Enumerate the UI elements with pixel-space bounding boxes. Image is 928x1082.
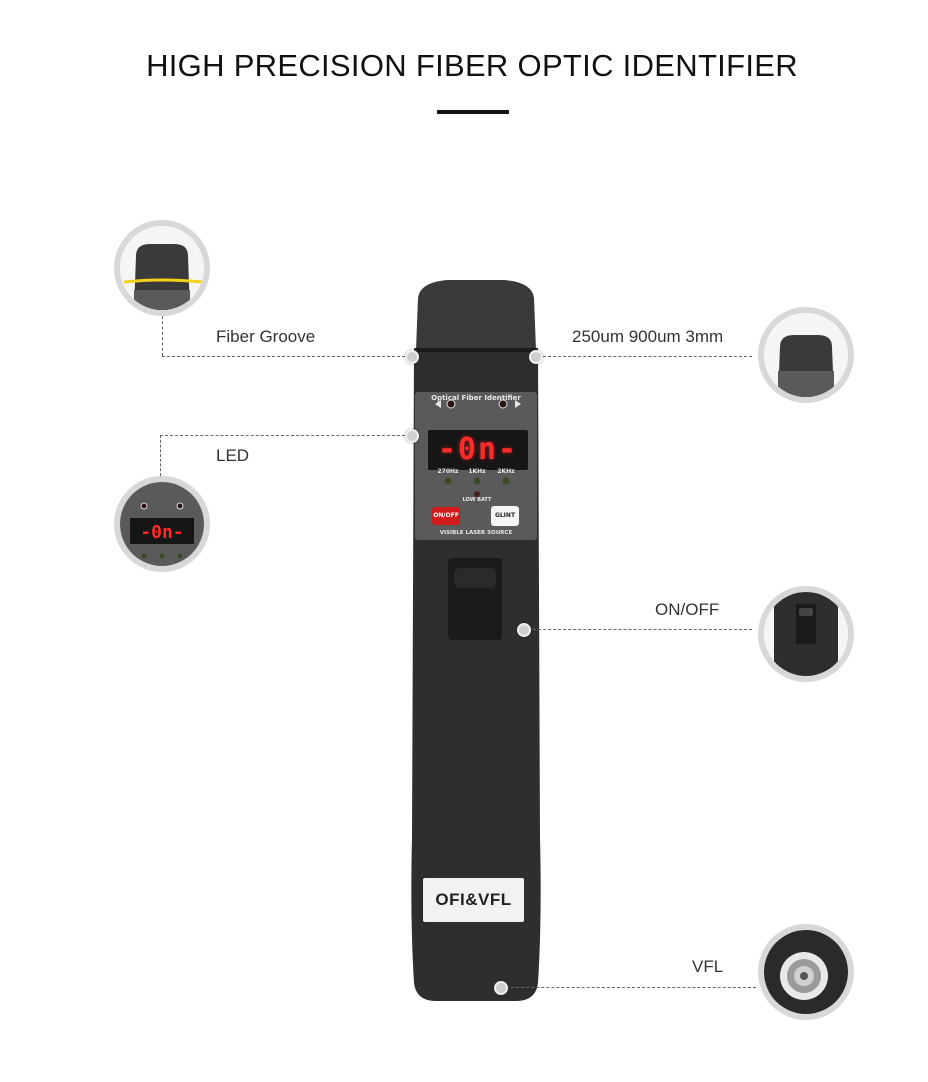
led-1khz-icon	[473, 477, 481, 485]
arrow-right-icon	[515, 400, 521, 408]
fiber-identifier-device: Optical Fiber Identifier -0n- 270Hz 1KHz…	[408, 278, 542, 1003]
hotspot-fiber-sizes[interactable]	[529, 350, 543, 364]
device-body-svg	[411, 280, 541, 1001]
zoom-fiber-groove-image	[120, 226, 204, 310]
svg-text:-0n-: -0n-	[140, 522, 183, 543]
glint-button-shape	[491, 506, 519, 526]
hotspot-on-off[interactable]	[517, 623, 531, 637]
zoom-fiber-sizes-image	[764, 313, 848, 397]
arrow-left-icon	[435, 400, 441, 408]
title-underline	[437, 110, 509, 114]
leader-led-v	[160, 435, 161, 476]
on-off-label: ON/OFF	[655, 600, 720, 619]
brand-label-plate	[423, 878, 524, 922]
leader-fiber-groove-h	[162, 356, 410, 357]
freq-label-2khz: 2KHz	[497, 468, 515, 475]
zoom-led: -0n-	[114, 476, 210, 572]
vfl-slider-knob	[454, 568, 496, 588]
zoom-fiber-sizes	[758, 307, 854, 403]
zoom-led-image: -0n-	[120, 482, 204, 566]
device-cap	[416, 280, 536, 350]
zoom-vfl	[758, 924, 854, 1020]
led-low-batt-icon	[474, 491, 480, 497]
leader-on-off	[528, 629, 752, 630]
low-batt-label: LOW BATT	[462, 497, 492, 503]
leader-vfl	[506, 987, 756, 988]
zoom-on-off	[758, 586, 854, 682]
led-display-window	[428, 430, 528, 470]
led-label: LED	[216, 446, 250, 465]
zoom-vfl-image	[764, 930, 848, 1014]
freq-label-270hz: 270Hz	[437, 468, 459, 475]
panel-title: Optical Fiber Identifier	[431, 394, 521, 402]
hotspot-vfl[interactable]	[494, 981, 508, 995]
led-270hz-icon	[444, 477, 452, 485]
vfl-label: VFL	[692, 957, 724, 976]
fiber-sizes-label: 250um 900um 3mm	[572, 327, 724, 346]
zoom-fiber-groove	[114, 220, 210, 316]
leader-fiber-sizes	[538, 356, 752, 357]
on-off-button-shape	[432, 507, 460, 525]
freq-label-1khz: 1KHz	[468, 468, 486, 475]
leader-fiber-groove-v	[162, 316, 163, 356]
led-display-readout: -0n-	[437, 432, 519, 467]
hotspot-led[interactable]	[405, 429, 419, 443]
sensor-right-icon	[498, 399, 508, 409]
on-off-button[interactable]: ON/OFF	[433, 512, 459, 519]
sensor-left-icon	[446, 399, 456, 409]
led-2khz-icon	[502, 477, 510, 485]
hotspot-fiber-groove[interactable]	[405, 350, 419, 364]
laser-source-label: VISIBLE LASER SOURCE	[439, 530, 513, 536]
fiber-groove-label: Fiber Groove	[216, 327, 316, 346]
page-title: HIGH PRECISION FIBER OPTIC IDENTIFIER	[146, 48, 798, 83]
brand-label: OFI&VFL	[435, 890, 512, 909]
glint-button[interactable]: GLINT	[494, 512, 516, 519]
zoom-on-off-image	[764, 592, 848, 676]
fiber-groove-slot	[416, 348, 536, 352]
leader-led-h	[160, 435, 410, 436]
